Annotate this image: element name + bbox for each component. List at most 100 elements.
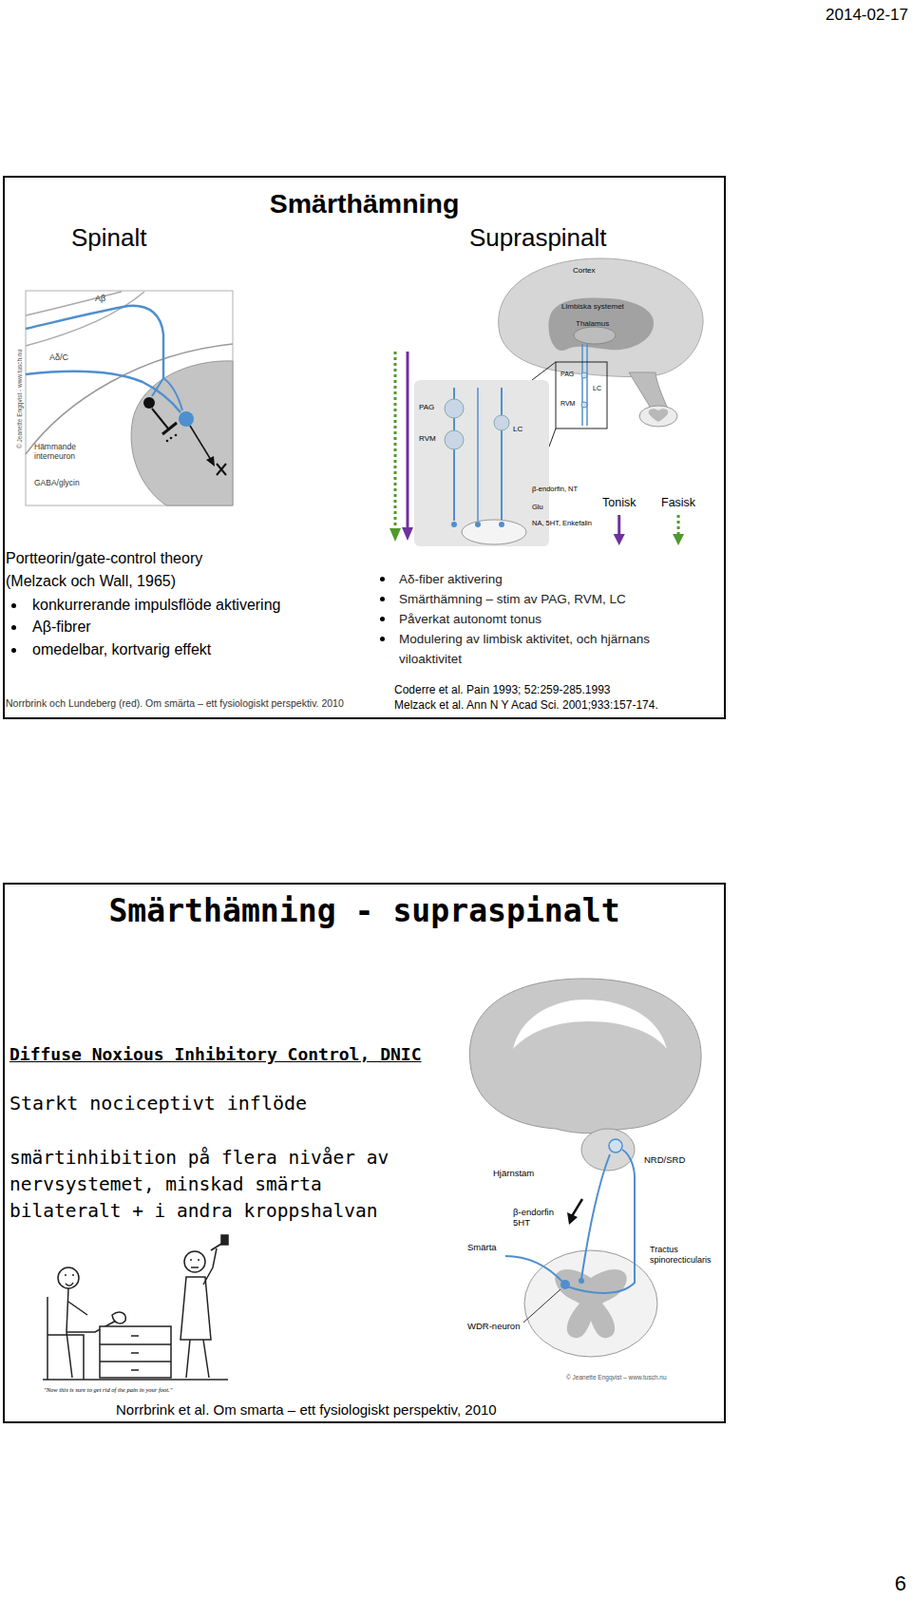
dorsal-horn <box>131 361 233 506</box>
bullet-dot <box>11 625 17 630</box>
part-label: Tractus spinorecticularis <box>649 1244 722 1266</box>
ascending-tract <box>567 1149 635 1293</box>
fiber-label: Aβ <box>95 293 106 304</box>
section-heading: Supraspinalt <box>469 223 608 253</box>
cortex <box>498 258 703 378</box>
cartoon-caption: "Now this is sure to get rid of the pain… <box>43 1386 172 1394</box>
figure-frame <box>25 290 233 506</box>
part-label: Thalamus <box>575 319 609 329</box>
descending-neuron <box>500 387 503 521</box>
bullet-text: Aβ-fibrer <box>32 615 92 639</box>
interneuron-axon <box>152 408 169 429</box>
projection-neuron <box>178 411 194 427</box>
part-label: Smärta <box>467 1241 497 1253</box>
legend-arrow <box>672 514 684 546</box>
patient-head <box>57 1267 79 1289</box>
arrow-head <box>389 528 401 542</box>
body-text: smärtinhibition på flera nivåer av nervs… <box>9 1144 418 1225</box>
bullet-text: Smärthämning – stim av PAG, RVM, LC <box>399 589 627 609</box>
lc-nucleus <box>494 415 510 431</box>
arrow-head <box>672 533 684 546</box>
doctor-face <box>190 1259 200 1268</box>
doctor-head <box>184 1251 206 1273</box>
bullet-text: Påverkat autonomt tonus <box>399 608 542 629</box>
projection-axon <box>190 425 211 460</box>
inhibitory-synapse <box>162 422 177 435</box>
leader-line <box>523 1289 561 1323</box>
part-label: Limbiska systemet <box>561 302 625 312</box>
fiber-label: Aδ/C <box>49 352 69 363</box>
zoom-leader <box>532 361 556 380</box>
brain-figure <box>389 258 703 547</box>
transmitter-label: β-endorfin 5HT <box>513 1206 563 1229</box>
nucleus <box>581 401 588 408</box>
subheading: Diffuse Noxious Inhibitory Control, DNIC <box>9 1044 421 1065</box>
part-label: PAG <box>560 370 574 379</box>
floor-line <box>42 1378 228 1381</box>
mallet-head <box>221 1235 228 1245</box>
inhibitory-interneuron <box>143 397 155 409</box>
arrow-head <box>206 456 215 467</box>
patient-face <box>64 1274 75 1286</box>
date-stamp: 2014-02-17 <box>825 5 909 25</box>
pag-nucleus <box>444 399 464 418</box>
pain-afferent <box>505 1255 564 1283</box>
a-beta-fiber <box>25 305 164 379</box>
gray-matter <box>554 1269 627 1338</box>
block-mark <box>216 463 227 475</box>
part-label: NRD/SRD <box>644 1154 685 1165</box>
theory-text: Portteorin/gate-control theory (Melzack … <box>5 547 267 593</box>
bullet-dot <box>11 603 17 608</box>
transmitter-dot <box>174 434 178 437</box>
terminal <box>578 1277 585 1284</box>
terminal <box>451 521 457 528</box>
bullet-text: omedelbar, kortvarig effekt <box>32 638 211 662</box>
dnic-figure <box>469 978 702 1357</box>
terminal <box>475 521 481 528</box>
part-label: Cortex <box>572 266 596 276</box>
bullet-dot <box>380 616 385 622</box>
spinal-gate-figure <box>25 290 233 506</box>
bullet-dot <box>380 576 385 582</box>
fiber-branch <box>163 378 183 411</box>
phasic-arrow <box>394 351 398 530</box>
inhibition-arrow <box>571 1198 583 1216</box>
bullet-dot <box>380 596 385 602</box>
arrow-head <box>567 1212 578 1225</box>
transmitter-dot <box>170 437 173 440</box>
spinal-cord-section <box>461 519 527 545</box>
descending-tract <box>581 1154 610 1279</box>
terminal <box>498 521 505 528</box>
descending-neuron <box>476 387 479 521</box>
watermark: © Jeanette Engqvist – www.tusch.nu <box>566 1373 667 1382</box>
bullet-text: Modulering av limbisk aktivitet, och hjä… <box>399 628 684 669</box>
enlarged-panel <box>414 380 550 547</box>
nrd-srd-nucleus <box>608 1139 623 1153</box>
zoom-box <box>555 361 608 429</box>
part-label: LC <box>592 384 602 393</box>
rvm-nucleus <box>444 430 464 450</box>
brainstem <box>581 1128 635 1171</box>
arrow-head <box>613 533 626 546</box>
body-text: Starkt nociceptivt inflöde <box>9 1091 307 1115</box>
transmitter-label: β-endorfin, NT <box>532 484 578 494</box>
legend-arrow <box>613 514 626 546</box>
spinal-cord-section <box>639 405 678 427</box>
transmitter-label: NA, 5HT, Enkefalin <box>532 518 592 528</box>
citation: Norrbrink et al. Om smarta – ett fysiolo… <box>115 1401 497 1419</box>
watermark: © Jeanette Engqvist - www.tusch.nu <box>16 349 24 449</box>
bullet-dot <box>11 647 17 653</box>
transmitter-label: Glu <box>532 502 544 512</box>
limbic-system <box>548 297 654 351</box>
corpus-callosum <box>513 999 667 1049</box>
reference: Melzack et al. Ann N Y Acad Sci. 2001;93… <box>394 698 659 712</box>
reference: Coderre et al. Pain 1993; 52:259-285.199… <box>394 683 611 697</box>
part-label: RVM <box>418 434 437 444</box>
citation: Norrbrink och Lundeberg (red). Om smärta… <box>5 697 344 710</box>
doctor-arm <box>203 1248 217 1285</box>
descending-neuron <box>586 343 589 426</box>
part-label: LC <box>513 424 523 435</box>
arrow-head <box>401 527 414 541</box>
transmitter-dot <box>166 439 170 443</box>
nerve-root <box>25 291 122 316</box>
